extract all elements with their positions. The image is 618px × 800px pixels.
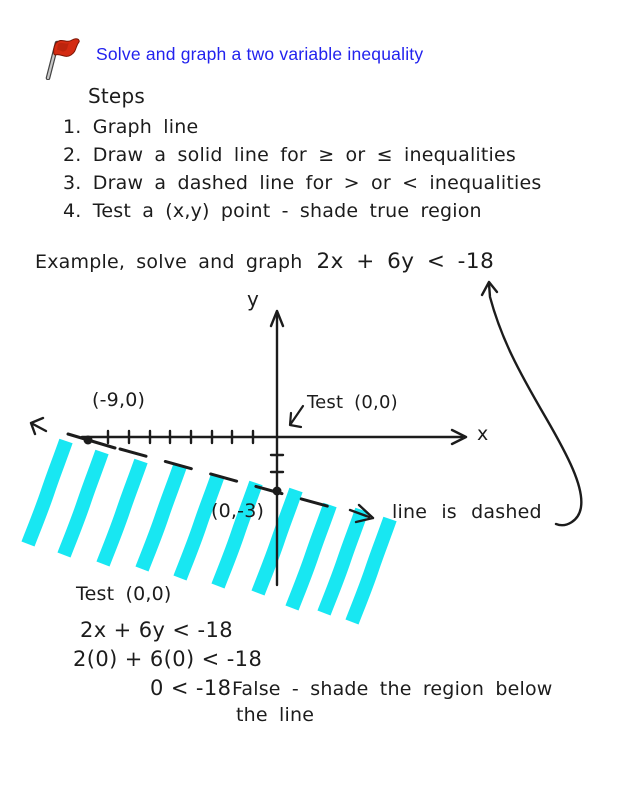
line-right-arrow-shaft: [348, 508, 371, 519]
y-intercept-label: (0,-3): [211, 500, 265, 522]
page-title: Solve and graph a two variable inequalit…: [96, 44, 424, 64]
example-line: Example, solve and graph 2x + 6y < -18: [35, 249, 494, 274]
x-axis-label: x: [477, 423, 489, 445]
step-item-1: 1. Graph line: [63, 116, 199, 138]
x-axis-arrow-icon: [450, 428, 468, 446]
highlight-stripe: [142, 466, 180, 569]
boundary-line: [29, 416, 375, 524]
test-point-label: Test (0,0): [307, 392, 398, 413]
step-item-2: 2. Draw a solid line for ≥ or ≤ inequali…: [63, 144, 517, 166]
work-result: 0 < -18: [150, 676, 232, 700]
step-item-4: 4. Test a (x,y) point - shade true regio…: [63, 200, 482, 222]
example-inequality: 2x + 6y < -18: [316, 249, 495, 274]
highlight-stripe: [352, 519, 390, 622]
test-point-arrow: [288, 404, 305, 429]
line-solid-dash: [66, 432, 117, 450]
curved-arrow-shaft: [487, 282, 583, 527]
work-conclusion-line1: False - shade the region below: [232, 678, 553, 700]
curved-arrow-head-icon: [480, 280, 499, 297]
dashed-line-note: line is dashed: [392, 501, 542, 523]
axes: [80, 309, 468, 587]
work-test-label: Test (0,0): [76, 583, 172, 605]
test-arrow-icon: [288, 404, 305, 429]
step-item-3: 3. Draw a dashed line for > or < inequal…: [63, 172, 542, 194]
y-axis-label: y: [247, 287, 260, 311]
highlight-stripe: [218, 483, 256, 586]
example-prefix: Example, solve and graph: [35, 251, 303, 273]
highlight-stripe: [180, 475, 218, 578]
work-substitution: 2(0) + 6(0) < -18: [73, 647, 263, 671]
highlight-stripe: [324, 510, 362, 613]
y-axis-ticks: [269, 453, 285, 474]
points: [83, 435, 282, 496]
work-inequality: 2x + 6y < -18: [80, 618, 233, 642]
highlight-stripe: [292, 505, 330, 608]
x-intercept-label: (-9,0): [92, 389, 146, 411]
point-x-intercept: [83, 435, 93, 445]
line-left-arrow-icon: [29, 416, 48, 436]
highlight-stripe: [64, 452, 102, 555]
flag-icon: [45, 38, 80, 80]
highlight-stripe: [103, 461, 141, 564]
work-conclusion-line2: the line: [236, 704, 315, 726]
steps-list: 1. Graph line 2. Draw a solid line for ≥…: [63, 113, 541, 225]
point-y-intercept: [272, 486, 282, 496]
steps-heading: Steps: [88, 84, 145, 108]
y-axis-arrow-icon: [269, 309, 285, 328]
x-axis-ticks: [106, 429, 255, 445]
curved-annotation-arrow: [480, 280, 583, 527]
line-right-arrow-icon: [354, 503, 375, 524]
highlight-stripe: [28, 441, 66, 544]
